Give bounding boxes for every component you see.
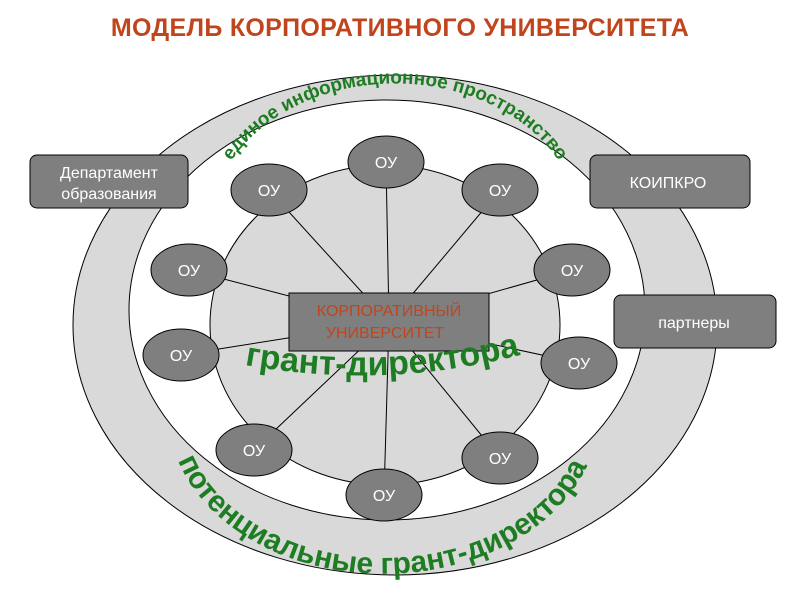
ou-node-shape [461, 431, 539, 485]
ou-node-shape [347, 135, 425, 189]
ou-node-label: ОУ [375, 155, 398, 172]
ou-node: ОУ [461, 163, 539, 217]
ou-node: ОУ [533, 243, 611, 297]
ou-node: ОУ [345, 468, 423, 522]
ou-node: ОУ [347, 135, 425, 189]
partners-label: партнеры [658, 315, 730, 332]
ou-node-label: ОУ [489, 183, 512, 200]
ou-node-shape [215, 423, 293, 477]
ou-node: ОУ [230, 163, 308, 217]
ou-node-shape [533, 243, 611, 297]
ou-node-shape [461, 163, 539, 217]
ou-node-shape [345, 468, 423, 522]
ou-node-shape [142, 328, 220, 382]
department-box: Департамент образования [29, 154, 189, 209]
ou-node-shape [230, 163, 308, 217]
department-line2: образования [61, 186, 156, 203]
ou-node-label: ОУ [178, 263, 201, 280]
ou-node-label: ОУ [258, 183, 281, 200]
center-box-line1: КОРПОРАТИВНЫЙ [317, 301, 461, 320]
ou-node-label: ОУ [243, 443, 266, 460]
center-box: КОРПОРАТИВНЫЙ УНИВЕРСИТЕТ [288, 292, 490, 352]
ou-node-label: ОУ [170, 348, 193, 365]
ou-node: ОУ [215, 423, 293, 477]
ou-node-shape [540, 336, 618, 390]
ou-node: ОУ [540, 336, 618, 390]
ou-nodes: ОУ ОУ ОУ ОУ ОУ ОУ ОУ ОУ ОУ ОУ [142, 135, 618, 522]
department-line1: Департамент [60, 165, 159, 182]
page-title: МОДЕЛЬ КОРПОРАТИВНОГО УНИВЕРСИТЕТА [110, 14, 690, 42]
ou-node: ОУ [142, 328, 220, 382]
koipkro-label: КОИПКРО [630, 175, 707, 192]
center-box-line2: УНИВЕРСИТЕТ [326, 325, 445, 342]
ou-node-label: ОУ [561, 263, 584, 280]
ou-node-label: ОУ [568, 356, 591, 373]
koipkro-box: КОИПКРО [589, 154, 751, 209]
partners-box: партнеры [613, 294, 777, 349]
ou-node: ОУ [150, 243, 228, 297]
ou-node: ОУ [461, 431, 539, 485]
ou-node-label: ОУ [373, 488, 396, 505]
ou-node-shape [150, 243, 228, 297]
ou-node-label: ОУ [489, 451, 512, 468]
